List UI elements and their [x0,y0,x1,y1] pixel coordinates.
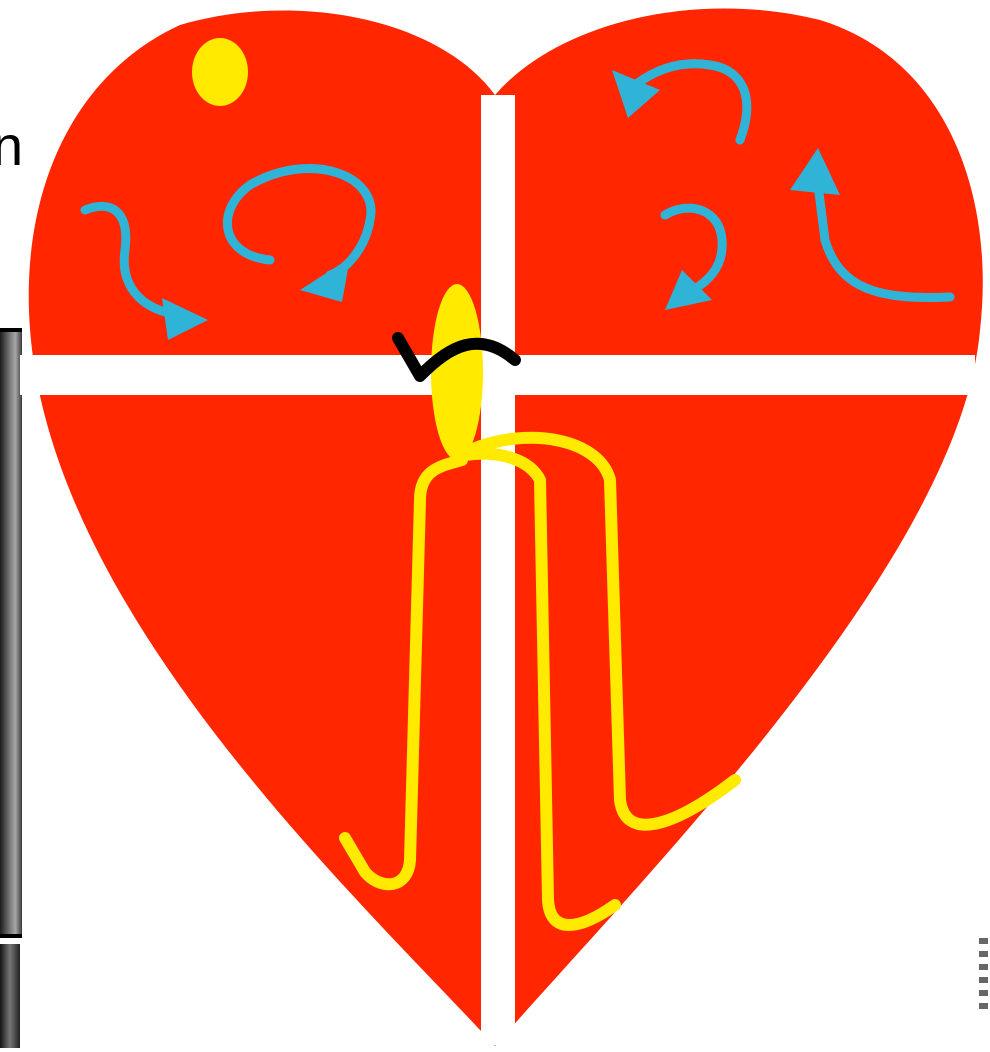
vertical-septum [481,95,515,1045]
horizontal-septum [20,355,975,395]
sa-node [192,38,248,106]
av-node [431,284,483,460]
